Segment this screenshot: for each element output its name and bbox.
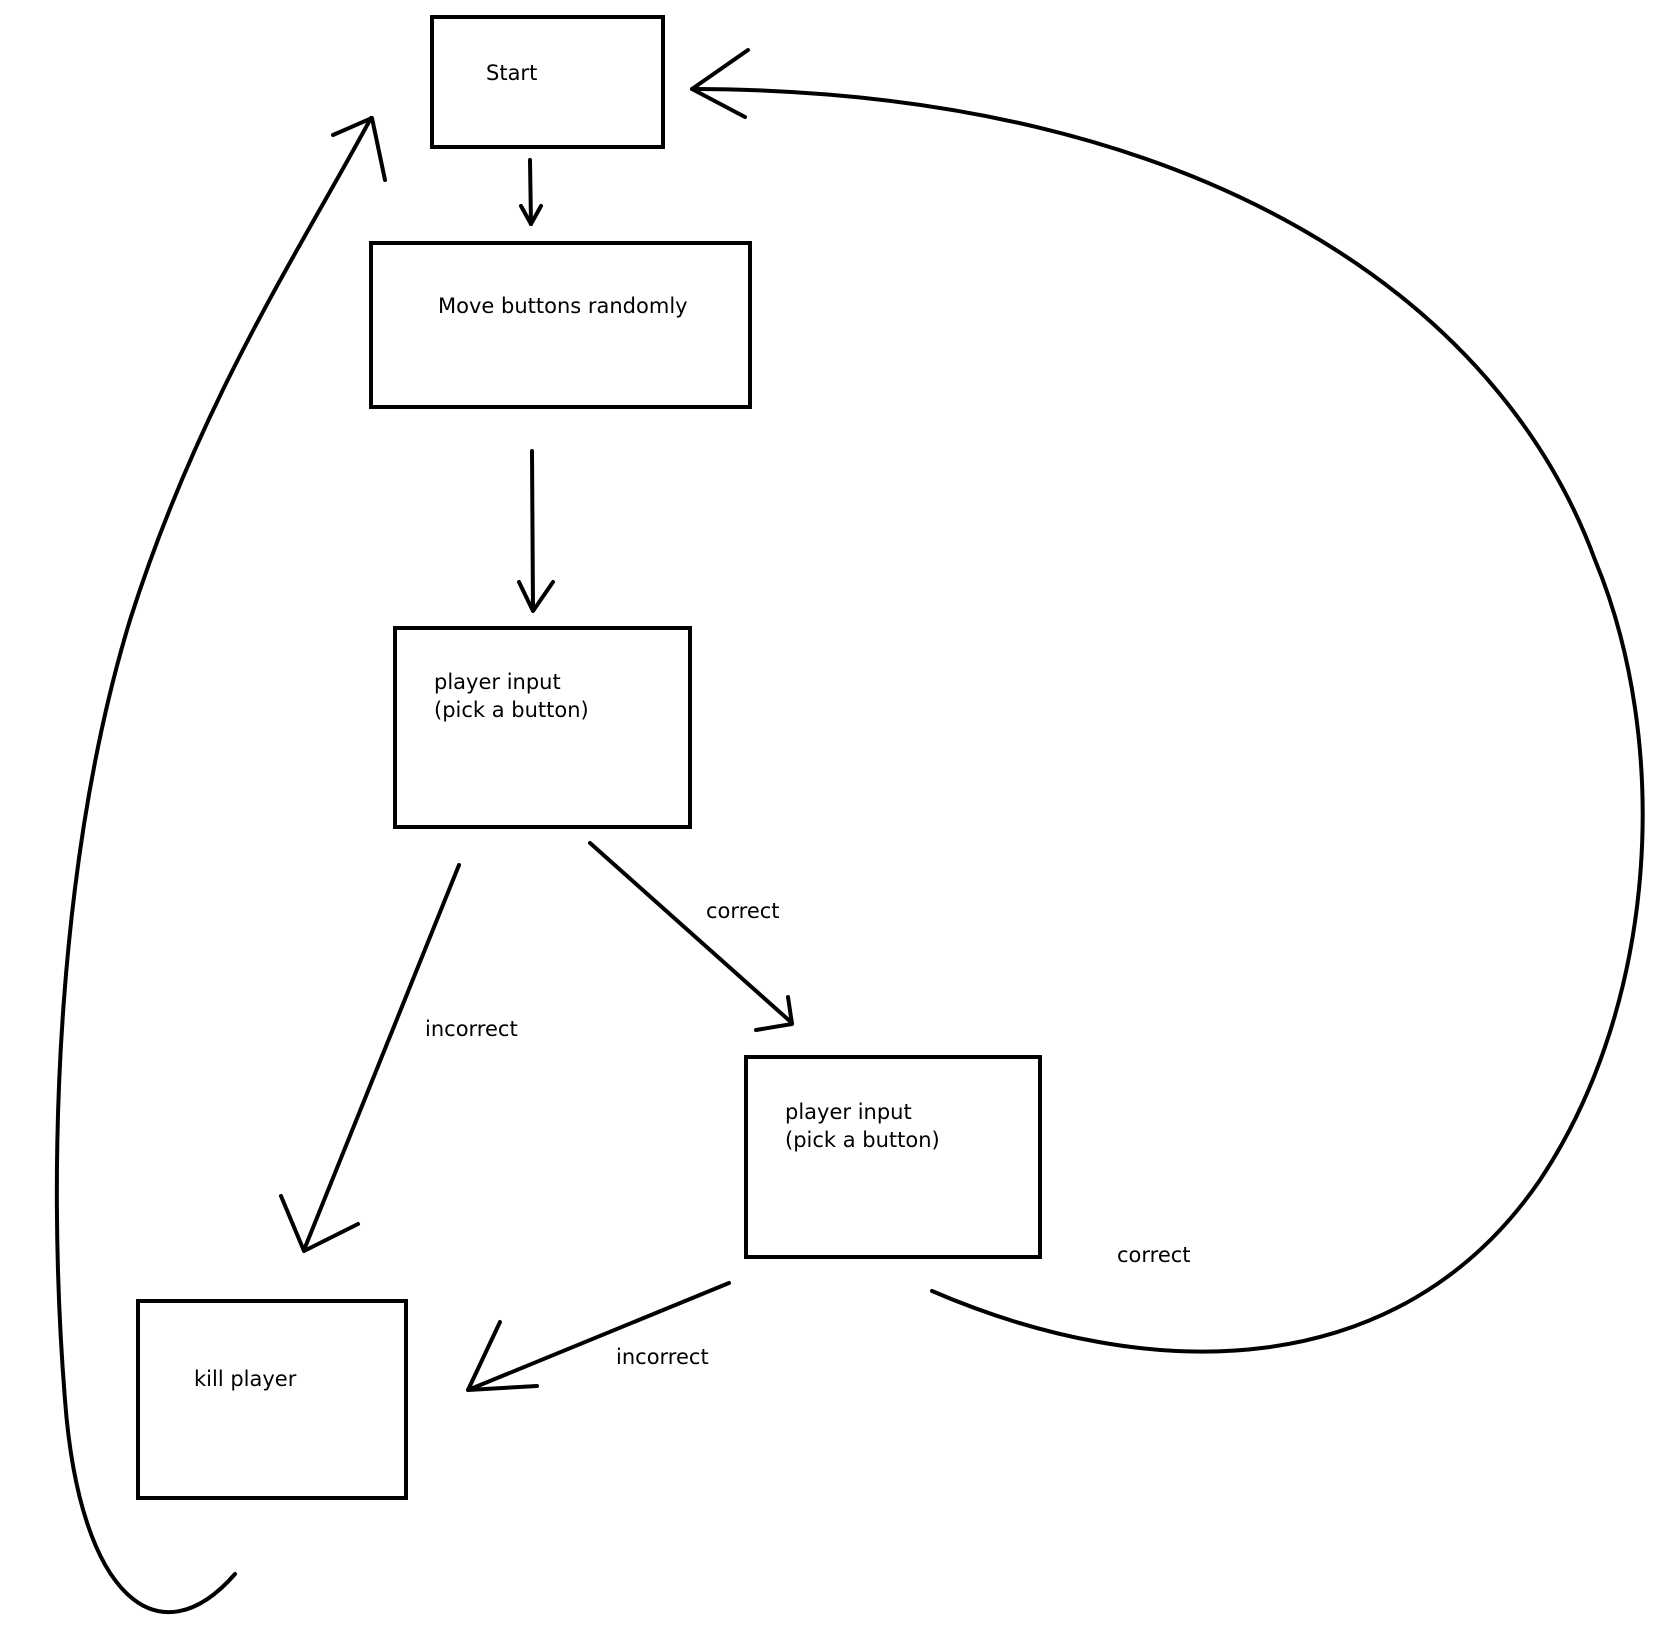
edge-label-input1-correct: correct xyxy=(706,899,780,923)
edge-label-input2-incorrect: incorrect xyxy=(616,1345,709,1369)
node-player-input-2: player input (pick a button) xyxy=(744,1055,1042,1259)
node-kill-player: kill player xyxy=(136,1299,408,1500)
edge-input1-to-kill xyxy=(279,863,461,1253)
node-kill-player-box xyxy=(136,1299,408,1500)
node-kill-player-label: kill player xyxy=(194,1367,297,1391)
edge-input2-to-start xyxy=(690,48,1645,1354)
edge-move-to-input1 xyxy=(517,449,555,613)
node-player-input-1-line2: (pick a button) xyxy=(434,698,589,722)
edge-start-to-move xyxy=(519,158,543,226)
node-player-input-1-box xyxy=(393,626,692,829)
node-start-label: Start xyxy=(486,61,537,85)
node-player-input-2-line2: (pick a button) xyxy=(785,1128,940,1152)
edge-label-input2-correct: correct xyxy=(1117,1243,1191,1267)
node-start-box xyxy=(430,15,665,149)
edge-input1-to-input2 xyxy=(588,841,794,1032)
edge-label-input1-incorrect: incorrect xyxy=(425,1017,518,1041)
node-player-input-2-box xyxy=(744,1055,1042,1259)
node-player-input-1: player input (pick a button) xyxy=(393,626,692,829)
node-move-buttons: Move buttons randomly xyxy=(369,241,752,409)
node-move-buttons-label: Move buttons randomly xyxy=(438,294,688,318)
edge-input2-to-kill xyxy=(466,1281,731,1392)
node-player-input-1-line1: player input xyxy=(434,670,561,694)
node-start: Start xyxy=(430,15,665,149)
node-move-buttons-box xyxy=(369,241,752,409)
node-player-input-2-line1: player input xyxy=(785,1100,912,1124)
edge-kill-to-start xyxy=(54,116,387,1615)
